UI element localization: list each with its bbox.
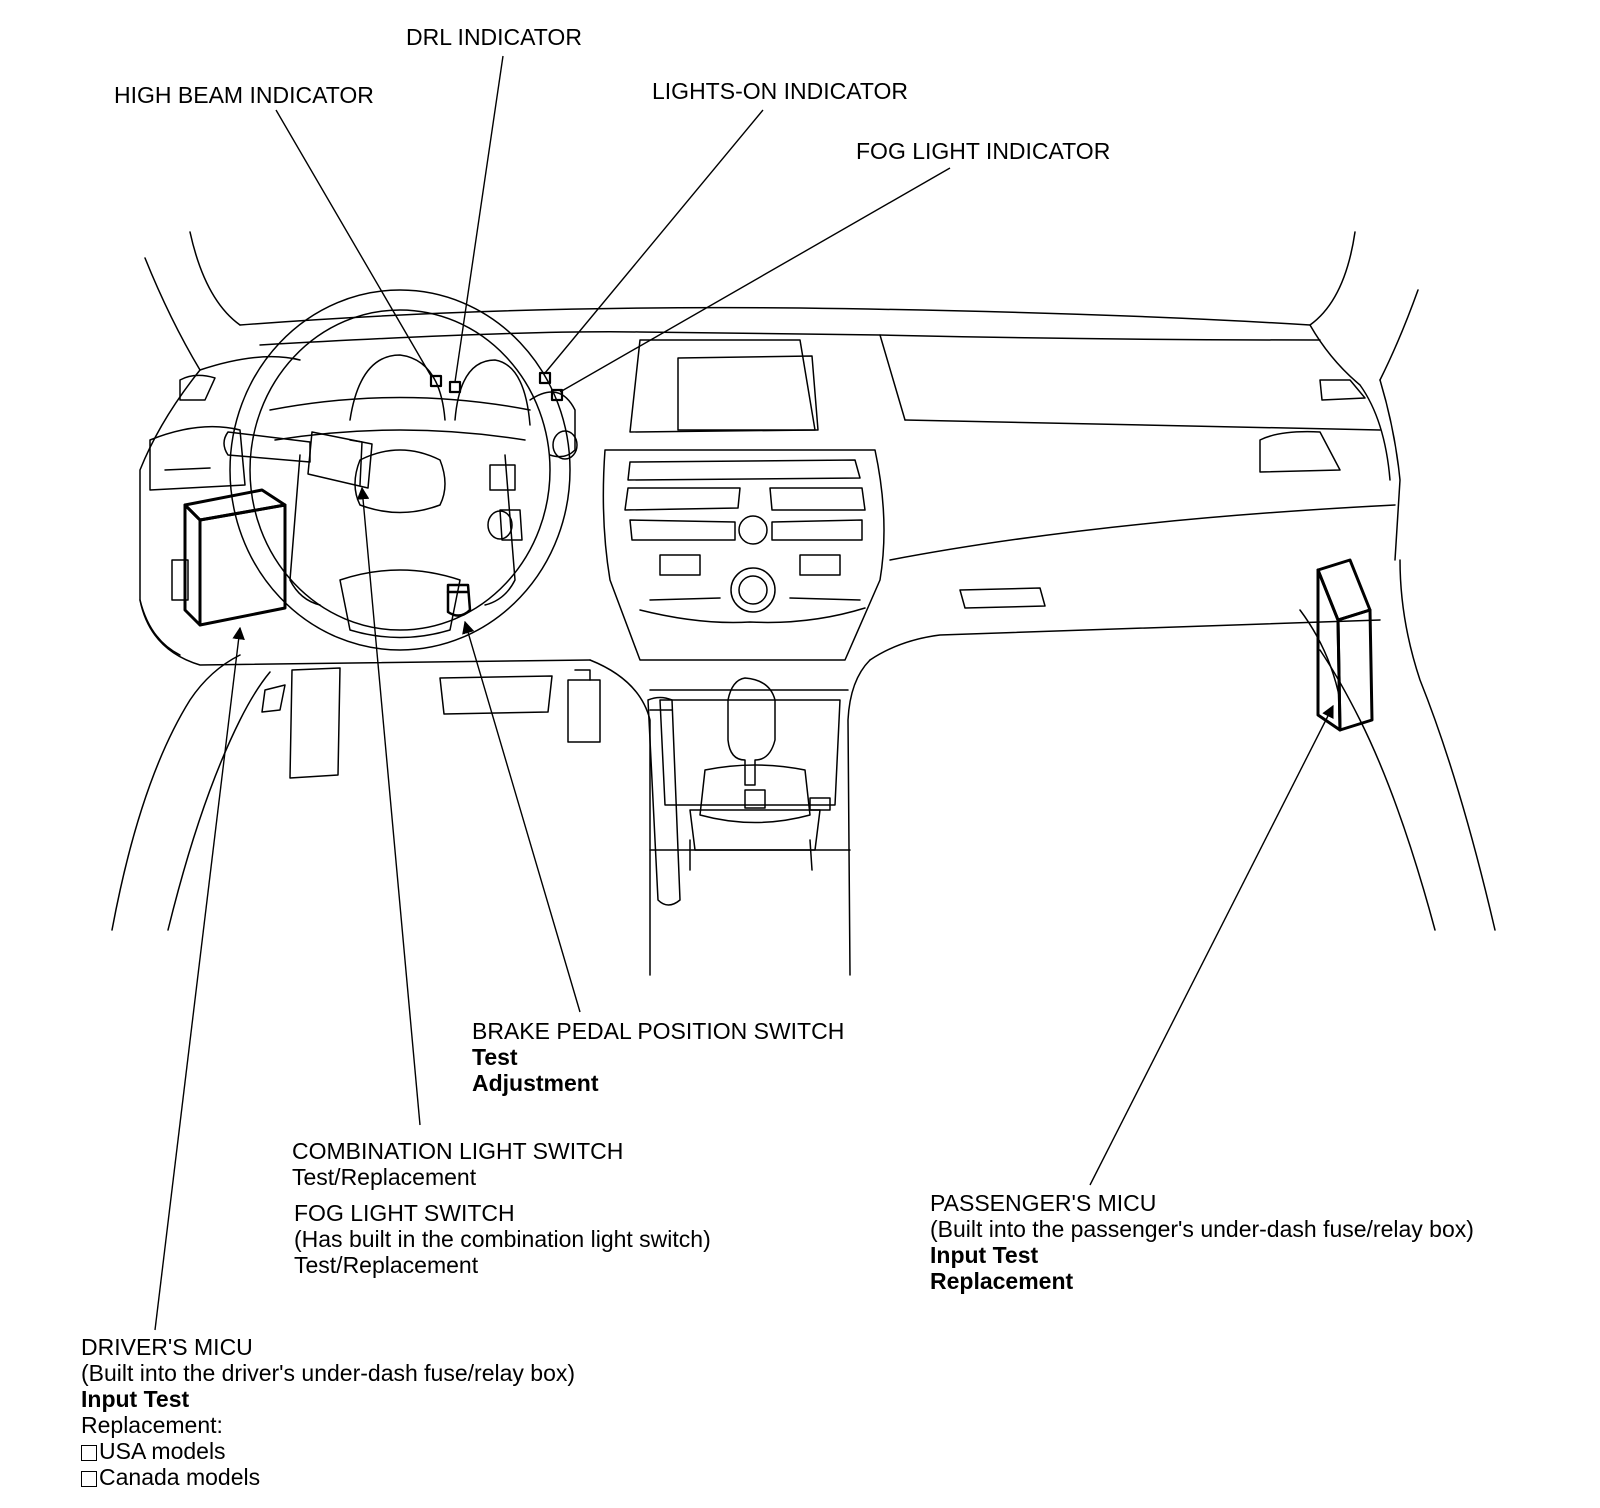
combination-switch-test-replacement-link[interactable]: Test/Replacement bbox=[292, 1164, 477, 1190]
leader-lines bbox=[154, 55, 1334, 1331]
passengers-micu-label: PASSENGER'S MICU (Built into the passeng… bbox=[930, 1190, 1474, 1294]
passengers-micu-note: (Built into the passenger's under-dash f… bbox=[930, 1216, 1474, 1242]
drivers-micu-usa-models-link[interactable]: USA models bbox=[99, 1438, 226, 1464]
fog-light-indicator-text: FOG LIGHT INDICATOR bbox=[856, 138, 1111, 164]
pedals bbox=[261, 667, 601, 779]
lower-dash-console bbox=[589, 379, 1396, 976]
fog-light-indicator-marker bbox=[550, 388, 564, 402]
drivers-micu-replacement-label: Replacement: bbox=[81, 1412, 223, 1438]
high-beam-indicator-marker bbox=[429, 374, 443, 388]
drl-indicator-label: DRL INDICATOR bbox=[406, 24, 582, 50]
passengers-micu-title: PASSENGER'S MICU bbox=[930, 1190, 1157, 1216]
drivers-micu-box bbox=[183, 488, 287, 627]
high-beam-indicator-text: HIGH BEAM INDICATOR bbox=[114, 82, 374, 108]
fog-light-indicator-label: FOG LIGHT INDICATOR bbox=[856, 138, 1110, 164]
drl-indicator-text: DRL INDICATOR bbox=[406, 24, 582, 50]
drivers-micu-note: (Built into the driver's under-dash fuse… bbox=[81, 1360, 576, 1386]
brake-switch-title: BRAKE PEDAL POSITION SWITCH bbox=[472, 1018, 845, 1044]
passengers-micu-input-test-link[interactable]: Input Test bbox=[930, 1242, 1039, 1268]
combination-switch-title: COMBINATION LIGHT SWITCH bbox=[292, 1138, 624, 1164]
drivers-micu-title: DRIVER'S MICU bbox=[81, 1334, 253, 1360]
dash-top bbox=[239, 306, 1391, 481]
passengers-micu-box bbox=[1316, 558, 1374, 732]
combination-light-switch-label: COMBINATION LIGHT SWITCH Test/Replacemen… bbox=[292, 1138, 623, 1190]
leader-passengers-micu bbox=[1089, 704, 1334, 1186]
drivers-micu-label: DRIVER'S MICU (Built into the driver's u… bbox=[81, 1334, 575, 1490]
fog-light-switch-label: FOG LIGHT SWITCH (Has built in the combi… bbox=[294, 1200, 711, 1278]
fog-switch-title: FOG LIGHT SWITCH bbox=[294, 1200, 515, 1226]
leader-drivers-micu bbox=[154, 626, 245, 1331]
leader-combination-switch bbox=[356, 486, 421, 1126]
left-dash-panel bbox=[139, 355, 591, 666]
right-a-pillar bbox=[1309, 231, 1496, 931]
drl-indicator-marker bbox=[448, 380, 462, 394]
left-a-pillar bbox=[111, 231, 271, 931]
high-beam-indicator-label: HIGH BEAM INDICATOR bbox=[114, 82, 374, 108]
leader-lights-on bbox=[544, 109, 764, 374]
brake-pedal-position-switch-label: BRAKE PEDAL POSITION SWITCH Test Adjustm… bbox=[472, 1018, 844, 1096]
leader-fog-light bbox=[559, 167, 951, 393]
fog-switch-test-replacement-link[interactable]: Test/Replacement bbox=[294, 1252, 479, 1278]
lights-on-indicator-text: LIGHTS-ON INDICATOR bbox=[652, 78, 908, 104]
checkbox-square-icon bbox=[81, 1471, 97, 1487]
steering-wheel bbox=[229, 289, 571, 651]
passengers-micu-replacement-link[interactable]: Replacement bbox=[930, 1268, 1074, 1294]
brake-switch-test-link[interactable]: Test bbox=[472, 1044, 518, 1070]
brake-switch-part bbox=[446, 583, 472, 617]
drivers-micu-canada-models-link[interactable]: Canada models bbox=[99, 1464, 261, 1490]
indicator-markers bbox=[429, 371, 564, 402]
leader-brake-switch bbox=[462, 620, 581, 1013]
lights-on-indicator-label: LIGHTS-ON INDICATOR bbox=[652, 78, 908, 104]
drivers-micu-input-test-link[interactable]: Input Test bbox=[81, 1386, 190, 1412]
leader-high-beam bbox=[275, 109, 432, 377]
leader-drl bbox=[454, 55, 504, 383]
fog-switch-note: (Has built in the combination light swit… bbox=[294, 1226, 711, 1252]
checkbox-square-icon bbox=[81, 1445, 97, 1461]
center-stack bbox=[602, 339, 885, 661]
brake-switch-adjustment-link[interactable]: Adjustment bbox=[472, 1070, 599, 1096]
